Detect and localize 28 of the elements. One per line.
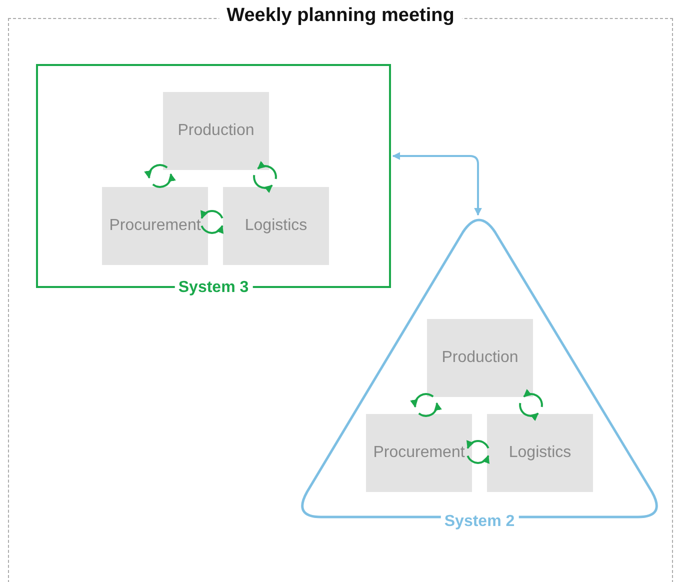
curved-arrow [410, 393, 434, 408]
system-label: System 2 [440, 512, 519, 532]
curved-arrow [200, 210, 224, 219]
curved-arrow [200, 225, 224, 234]
process-box [223, 187, 329, 265]
process-box [427, 319, 533, 397]
curved-arrow [466, 440, 490, 449]
curved-arrow [519, 403, 539, 421]
box-label: Procurement [109, 217, 201, 235]
box-label: Logistics [244, 217, 308, 235]
curved-arrow [253, 175, 273, 193]
curved-arrow [523, 389, 543, 407]
curved-arrow [144, 164, 168, 179]
curved-arrow [152, 173, 176, 188]
box-label: Logistics [508, 444, 572, 462]
process-box [366, 414, 472, 492]
box-label: Procurement [373, 444, 465, 462]
frame-title: Weekly planning meeting [218, 5, 462, 27]
process-box [487, 414, 593, 492]
process-box [163, 92, 269, 170]
box-label: Production [442, 349, 518, 367]
box-label: Production [178, 122, 254, 140]
curved-arrow [418, 402, 442, 417]
process-box [102, 187, 208, 265]
curved-arrow [257, 161, 277, 179]
arrow [392, 152, 482, 216]
system-label: System 3 [174, 278, 253, 298]
curved-arrow [466, 455, 490, 464]
